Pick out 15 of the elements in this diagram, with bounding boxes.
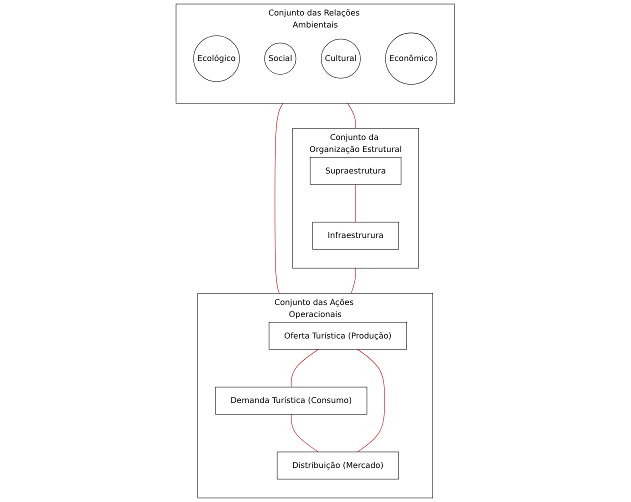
connector (291, 349, 319, 388)
connector (347, 102, 356, 129)
connector (351, 268, 356, 294)
connector (357, 349, 386, 452)
node-box: Distribuição (Mercado) (277, 452, 400, 480)
node-circle: Econômico (385, 32, 438, 85)
node-circle: Social (264, 42, 296, 75)
node-circle: Ecológico (194, 35, 240, 82)
connector (291, 414, 319, 452)
node-box: Infraestrurura (312, 222, 400, 250)
node-box: Demanda Turística (Consumo) (215, 386, 368, 414)
connector (274, 102, 284, 294)
node-box: Supraestrutura (310, 157, 402, 185)
node-circle: Cultural (321, 38, 361, 79)
node-box: Oferta Turística (Produção) (269, 322, 408, 350)
